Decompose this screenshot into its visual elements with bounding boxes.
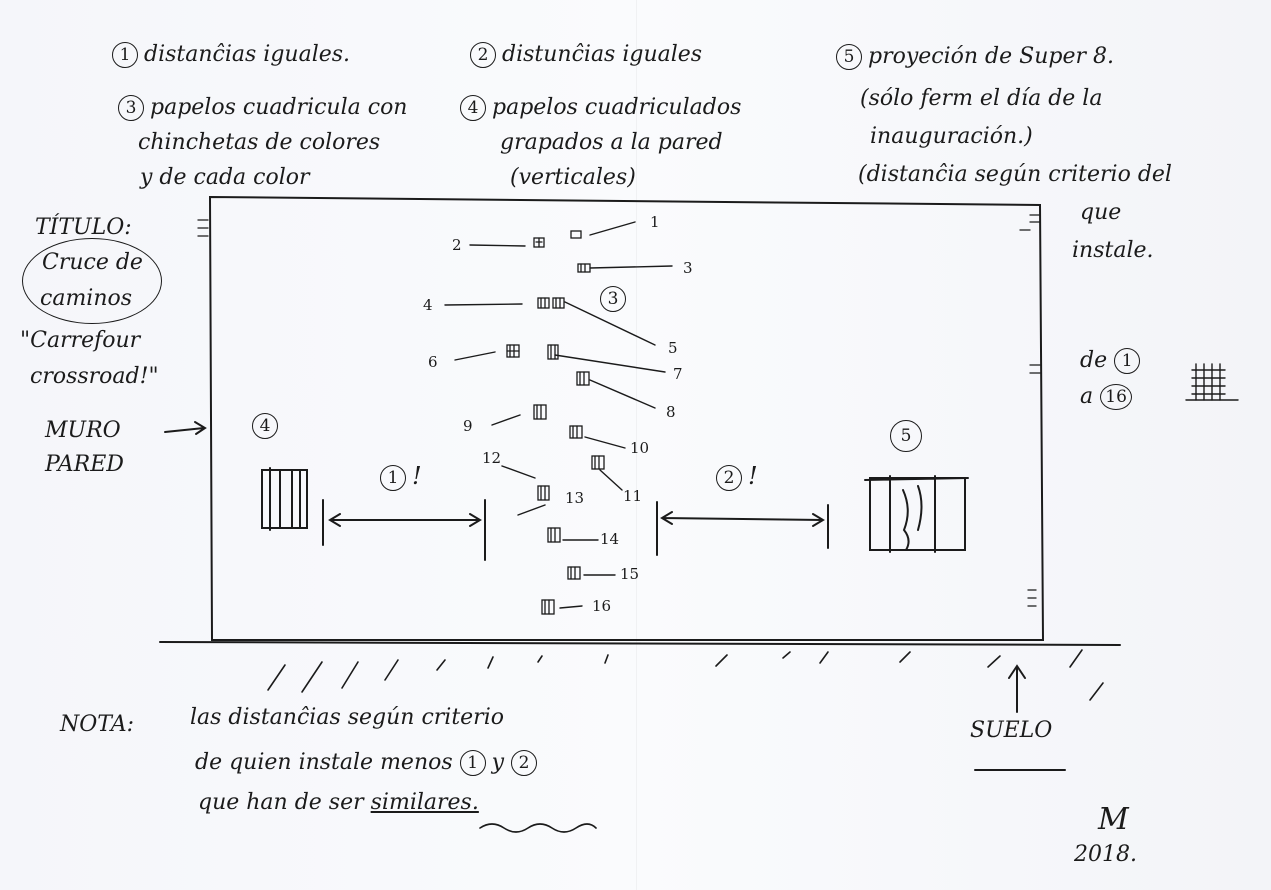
marker-3: 3 [600, 286, 632, 312]
title-label: TÍTULO: [35, 215, 132, 240]
gap-label-2: 2! [716, 462, 758, 491]
pin-number-5: 5 [668, 339, 678, 357]
pin-number-12: 12 [482, 449, 502, 467]
pin-number-3: 3 [683, 259, 693, 277]
pin-number-15: 15 [620, 565, 640, 583]
pin-leaders [444, 221, 673, 609]
wall-label-1: MURO [45, 418, 121, 443]
title-line2: caminos [40, 286, 133, 311]
paper-grid-4 [261, 467, 308, 531]
grid-symbol [1185, 363, 1239, 401]
wall-ticks [197, 214, 1041, 607]
signature-year: 2018. [1074, 842, 1137, 867]
gap-label-1: 1! [380, 462, 422, 491]
wall-label-2: PARED [45, 452, 124, 477]
title-line4: crossroad!" [30, 364, 159, 389]
pin-number-10: 10 [630, 439, 650, 457]
note-bottom-line1: las distanĉias según criterio [190, 705, 504, 730]
pin-number-8: 8 [666, 403, 676, 421]
similares-wave [479, 823, 597, 833]
similares-word: similares. [370, 790, 479, 815]
note-bottom-prefix: NOTA: [60, 712, 135, 737]
paper-fold [636, 0, 637, 890]
wall-arrow [164, 421, 207, 435]
note-4-line3: (verticales) [510, 165, 636, 190]
distance-arrow-2 [656, 501, 829, 556]
floor-hatching [267, 649, 1104, 701]
note-3-line3: y de cada color [140, 165, 310, 190]
pin-number-11: 11 [623, 487, 643, 505]
note-4-line2: grapados a la pared [500, 130, 723, 155]
note-5-line2: (sólo ferm el día de la [860, 86, 1103, 111]
marker-4: 4 [252, 413, 284, 439]
title-line1: Cruce de [42, 250, 143, 275]
floor-line [159, 641, 1121, 646]
note-3-line2: chinchetas de colores [138, 130, 381, 155]
note-5-line6: instale. [1072, 238, 1154, 263]
projection-frame-5 [864, 475, 969, 553]
pin-number-2: 2 [452, 236, 462, 254]
range-to: a 16 [1080, 384, 1138, 410]
note-5-line3: inauguración.) [870, 124, 1033, 149]
pin-number-1: 1 [650, 213, 660, 231]
signature-mark: M [1098, 802, 1129, 837]
pin-number-7: 7 [673, 365, 683, 383]
pin-number-13: 13 [565, 489, 585, 507]
pin-number-16: 16 [592, 597, 612, 615]
floor-label: SUELO [970, 718, 1053, 743]
pin-number-6: 6 [428, 353, 438, 371]
note-5-line4: (distanĉia según criterio del [858, 162, 1172, 187]
note-5-line5: que [1080, 200, 1122, 225]
pin-number-4: 4 [423, 296, 433, 314]
wall-outline [208, 195, 1045, 641]
marker-5: 5 [890, 420, 928, 452]
title-line3: "Carrefour [20, 328, 141, 353]
range-from: de 1 [1080, 348, 1146, 374]
floor-arrow [1008, 664, 1026, 713]
pin-number-14: 14 [600, 530, 620, 548]
distance-arrow-1 [322, 499, 486, 561]
title-ring [22, 238, 162, 324]
note-bottom-line3: que han de ser similares. [198, 790, 479, 815]
pin-number-9: 9 [463, 417, 473, 435]
pin-papers [506, 230, 605, 615]
